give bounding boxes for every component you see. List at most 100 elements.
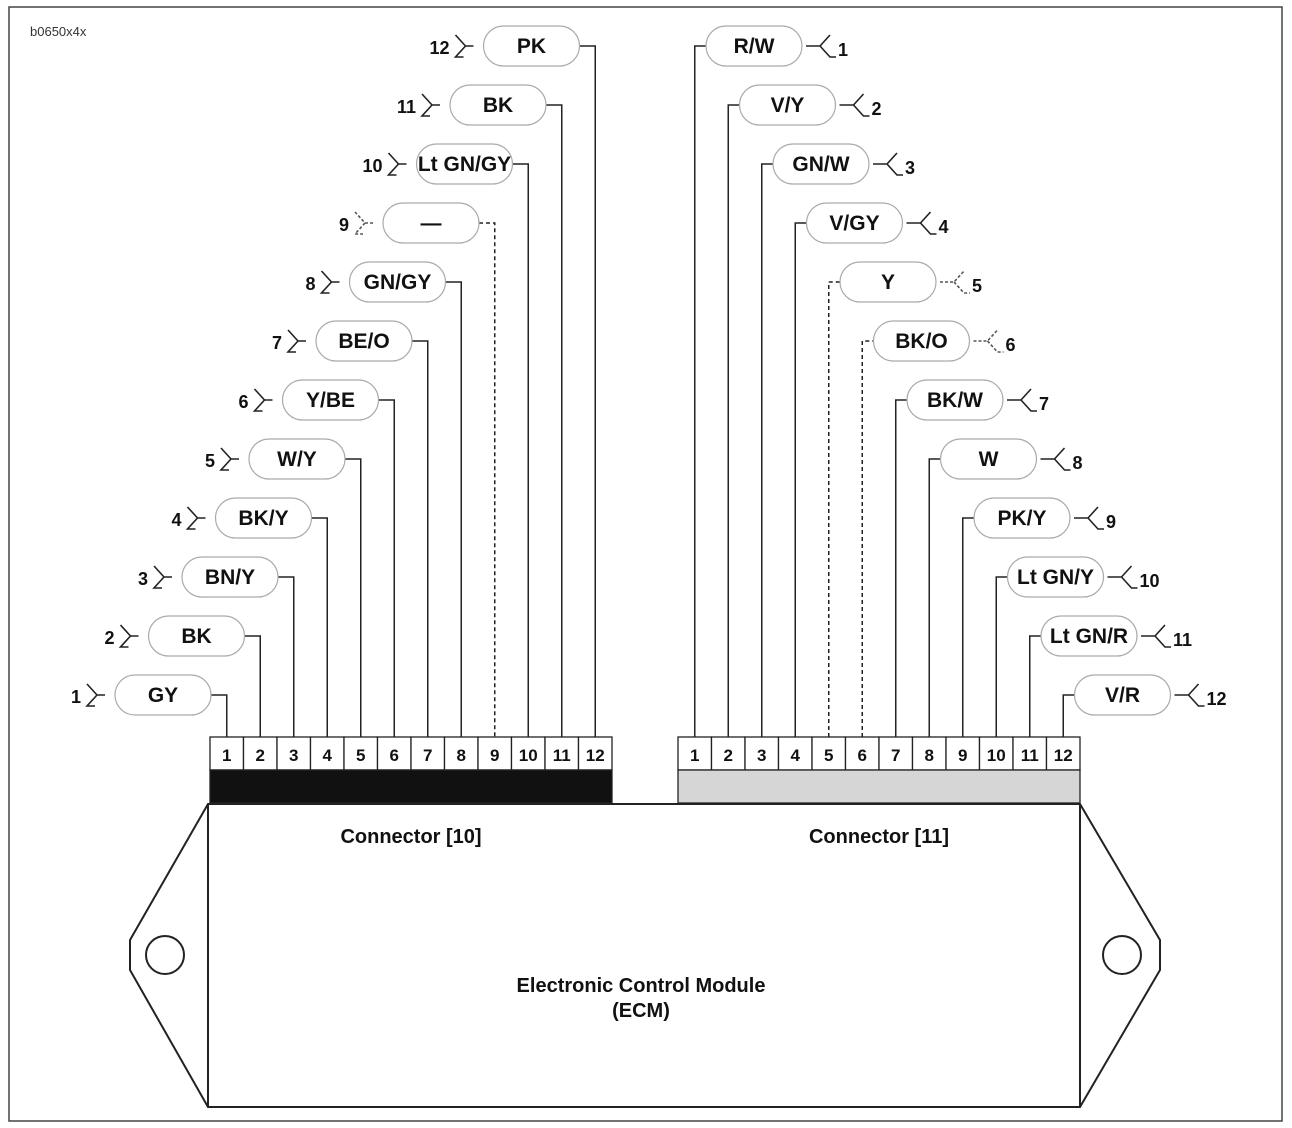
- connector-11-wire-number: 3: [905, 158, 915, 178]
- connector-11-pin-number: 11: [1021, 746, 1039, 765]
- connector-10-wire-break-symbol: [353, 211, 373, 235]
- connector-11-wire-color: PK/Y: [997, 507, 1046, 530]
- connector-11-wire-color: W: [979, 448, 999, 471]
- connector-10-wire-label-pill: [147, 615, 246, 657]
- connector-11-band: [677, 769, 1081, 804]
- connector-10-pin-number: 8: [457, 746, 466, 765]
- connector-11-wire-label-pill: [939, 438, 1038, 480]
- connector-10-pin-cell: [209, 736, 245, 771]
- connector-10-wire-label-pill: [348, 261, 447, 303]
- connector-11-wire-break-symbol: [1141, 624, 1171, 648]
- connector-10-wire: [278, 576, 295, 737]
- connector-11-wire-label-pill: [1040, 615, 1138, 657]
- connector-10-pin-number: 2: [256, 746, 265, 765]
- connector-10-wire-color: PK: [517, 35, 546, 58]
- connector-10-pin-number: 3: [289, 746, 298, 765]
- connector-11-wire-label-pill: [805, 202, 904, 244]
- connector-10-title: Connector [10]: [340, 826, 481, 848]
- connector-10-wire-break-symbol: [420, 93, 440, 117]
- connector-10-pin-number: 6: [390, 746, 399, 765]
- connector-10-wire-break-symbol: [85, 683, 105, 707]
- connector-11-wire-break-symbol: [1107, 565, 1138, 589]
- connector-11-wire-color: GN/W: [792, 153, 849, 176]
- connector-10-wire-label-pill: [114, 674, 212, 716]
- connector-11-wire: [895, 399, 907, 737]
- connector-10-wire: [244, 635, 261, 737]
- connector-11-pin-number: 3: [757, 746, 766, 765]
- connector-10-wire-number: 3: [138, 569, 148, 589]
- connector-11-wire-break-symbol: [1074, 506, 1104, 530]
- connector-10-wire-break-symbol: [152, 565, 172, 589]
- connector-10-wire-color: BE/O: [338, 330, 389, 353]
- connector-10-pin-cell: [577, 736, 613, 771]
- connector-10-pin-cell: [477, 736, 513, 771]
- connector-11-wire-number: 4: [939, 217, 949, 237]
- connector-11-pin-number: 8: [925, 746, 934, 765]
- connector-10-wire-color: GY: [148, 684, 178, 707]
- connector-10-wire: [546, 104, 563, 737]
- connector-11-wire-break-symbol: [1174, 683, 1205, 707]
- connector-10-wire-label-pill: [181, 556, 279, 598]
- connector-10-wire-number: 4: [171, 510, 181, 530]
- connector-11-wire-number: 6: [1006, 335, 1016, 355]
- connector-11-wire-break-symbol: [839, 93, 870, 117]
- connector-10-pin-number: 1: [222, 746, 231, 765]
- connector-10-wire: [512, 163, 529, 737]
- connector-10-wire-color: W/Y: [277, 448, 317, 471]
- connector-11-wire-break-symbol: [1040, 447, 1071, 471]
- connector-11-pin-number: 9: [958, 746, 967, 765]
- connector-11-wire-color: Lt GN/R: [1050, 625, 1128, 648]
- connector-10-wire: [579, 45, 596, 737]
- connector-11-wire-label-pill: [1006, 556, 1105, 598]
- figure-code: b0650x4x: [30, 24, 87, 39]
- connector-11-wire-color: R/W: [734, 35, 775, 58]
- connector-11-wire-label-pill: [738, 84, 837, 126]
- connector-10-pin-number: 4: [323, 746, 333, 765]
- connector-11-wire-break-symbol: [940, 270, 970, 294]
- connector-10-wire-break-symbol: [252, 388, 273, 412]
- connector-10-wire: [345, 458, 362, 737]
- connector-11-wire: [1062, 694, 1075, 737]
- connector-10-wire-number: 6: [238, 392, 248, 412]
- ecm-label-line2: (ECM): [612, 1000, 670, 1022]
- connector-11-wire-label-pill: [973, 497, 1071, 539]
- connector-11-wire-label-pill: [872, 320, 971, 362]
- connector-10-wire-color: BK/Y: [238, 507, 288, 530]
- connector-10-wire-color: Lt GN/GY: [418, 153, 511, 176]
- connector-11-wire-color: BK/O: [895, 330, 948, 353]
- connector-11-wire-label-pill: [705, 25, 803, 67]
- connector-11-wire: [828, 281, 840, 737]
- connector-11-wire-number: 7: [1039, 394, 1049, 414]
- connector-10-band: [209, 769, 613, 804]
- connector-11-wire-label-pill: [839, 261, 937, 303]
- connector-10-wire-color: BN/Y: [205, 566, 255, 589]
- connector-11-wire: [794, 222, 807, 737]
- ecm-label-line1: Electronic Control Module: [517, 975, 766, 997]
- connector-10-wire-number: 1: [71, 687, 81, 707]
- connector-10-pin-number: 10: [519, 746, 538, 765]
- connector-10-wire-number: 11: [397, 97, 416, 117]
- connector-10-wire: [479, 222, 496, 737]
- connector-10-wire-break-symbol: [319, 270, 340, 294]
- connector-11-wire: [694, 45, 706, 737]
- connector-10-wire-number: 9: [339, 215, 349, 235]
- connector-10-wire-label-pill: [315, 320, 413, 362]
- connector-10-wire-label-pill: [415, 143, 514, 185]
- connector-11-pin-number: 10: [987, 746, 1006, 765]
- connector-11-wire-label-pill: [1073, 674, 1172, 716]
- connector-10-wire-color: GN/GY: [364, 271, 432, 294]
- connector-11-pin-number: 12: [1054, 746, 1073, 765]
- connector-11-wire-break-symbol: [1007, 388, 1037, 412]
- connector-11-wire-color: V/Y: [771, 94, 805, 117]
- connector-11-wire-number: 1: [838, 40, 848, 60]
- connector-10-wire-label-pill: [382, 202, 480, 244]
- connector-10-wire-color: —: [421, 212, 442, 235]
- connector-10-wire-label-pill: [248, 438, 346, 480]
- connector-11-wire-number: 5: [972, 276, 982, 296]
- connector-10-wire-break-symbol: [286, 329, 306, 353]
- mounting-hole-right: [1102, 935, 1142, 975]
- connector-11-wire: [727, 104, 740, 737]
- connector-10-wire-label-pill: [482, 25, 581, 67]
